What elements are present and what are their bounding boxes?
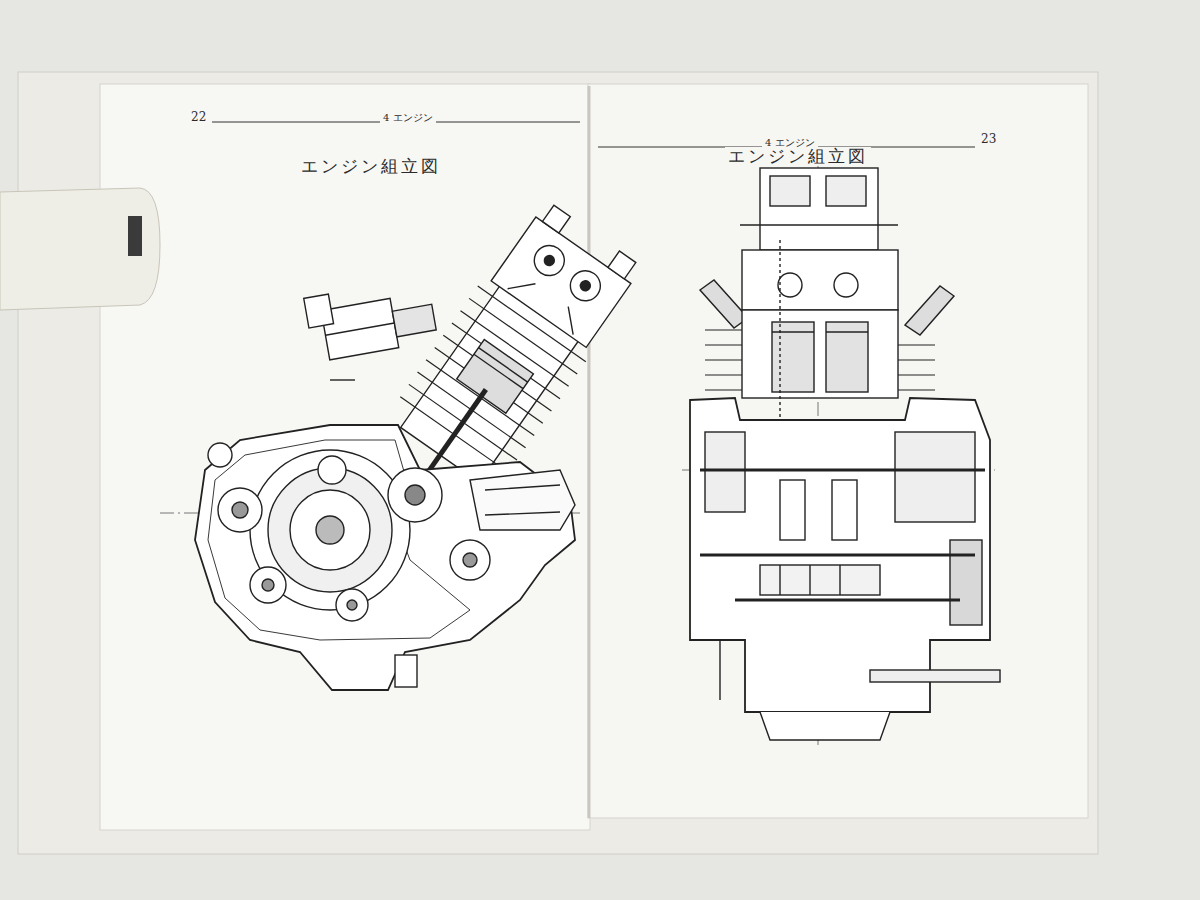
engine-side-view xyxy=(160,196,649,690)
page-number: 22 xyxy=(188,111,209,124)
engine-front-section xyxy=(682,162,1000,745)
bookmark xyxy=(0,188,160,310)
figure-title: エンジン組立図 xyxy=(298,157,444,176)
right-page xyxy=(588,84,1088,818)
page-number: 23 xyxy=(978,133,999,146)
spine-gutter xyxy=(588,86,591,818)
left-page xyxy=(100,84,590,830)
chapter-header: 4 エンジン xyxy=(380,112,436,123)
bookmark-tag xyxy=(128,216,142,256)
book-cover xyxy=(18,72,1098,854)
figure-title: エンジン組立図 xyxy=(725,147,871,166)
